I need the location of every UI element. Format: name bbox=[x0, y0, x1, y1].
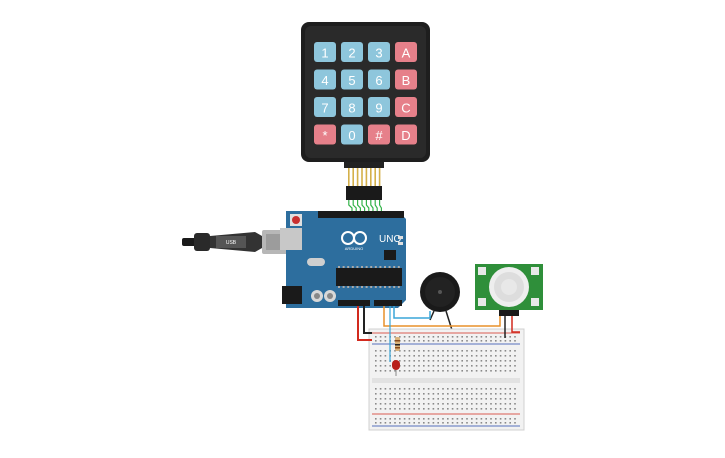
keypad-key-label: 4 bbox=[321, 73, 328, 88]
keypad-key-label: A bbox=[402, 46, 411, 61]
arduino-logo: UNO ARDUINO bbox=[341, 231, 401, 251]
keypad-key-0-3[interactable]: A bbox=[395, 42, 417, 62]
keypad-key-label: 1 bbox=[321, 46, 328, 61]
keypad-key-label: D bbox=[401, 128, 410, 143]
keypad-key-label: 0 bbox=[348, 128, 355, 143]
keypad-key-2-3[interactable]: C bbox=[395, 97, 417, 117]
keypad-key-label: 9 bbox=[375, 101, 382, 116]
keypad-key-label: 5 bbox=[348, 73, 355, 88]
keypad-key-label: 3 bbox=[375, 46, 382, 61]
keypad-key-label: 8 bbox=[348, 101, 355, 116]
board-brand-label: ARDUINO bbox=[345, 246, 363, 251]
keypad-wires bbox=[348, 200, 382, 213]
keypad-key-1-2[interactable]: 6 bbox=[368, 69, 390, 90]
wire-orange-signal[interactable] bbox=[383, 306, 501, 327]
keypad-key-label: 6 bbox=[375, 73, 382, 88]
keypad-key-3-3[interactable]: D bbox=[395, 124, 417, 145]
keypad-key-1-1[interactable]: 5 bbox=[341, 69, 363, 90]
resistor[interactable] bbox=[395, 337, 400, 351]
breadboard[interactable] bbox=[368, 328, 525, 431]
piezo-buzzer[interactable] bbox=[420, 272, 460, 331]
keypad-key-3-2[interactable]: # bbox=[368, 124, 390, 145]
svg-text:USB: USB bbox=[226, 240, 237, 246]
keypad-key-0-2[interactable]: 3 bbox=[368, 42, 390, 62]
keypad-key-label: 2 bbox=[348, 46, 355, 61]
keypad-key-label: C bbox=[401, 101, 410, 116]
keypad-key-label: # bbox=[375, 128, 383, 143]
keypad-key-0-1[interactable]: 2 bbox=[341, 42, 363, 62]
keypad-key-3-0[interactable]: * bbox=[314, 124, 336, 145]
keypad-key-0-0[interactable]: 1 bbox=[314, 42, 336, 62]
wire-black-gnd[interactable] bbox=[363, 306, 506, 338]
keypad-key-3-1[interactable]: 0 bbox=[341, 124, 363, 145]
keypad-key-2-0[interactable]: 7 bbox=[314, 97, 336, 117]
keypad-4x4[interactable]: 1 2 3 A 4 5 6 B 7 8 9 C * 0 # D bbox=[301, 22, 430, 162]
keypad-key-1-0[interactable]: 4 bbox=[314, 69, 336, 90]
wire-blue-signal[interactable] bbox=[389, 306, 431, 362]
keypad-key-1-3[interactable]: B bbox=[395, 69, 417, 90]
keypad-ribbon-connector bbox=[344, 162, 384, 200]
wire-red-5v[interactable] bbox=[357, 306, 520, 341]
pir-motion-sensor[interactable] bbox=[475, 264, 543, 316]
arduino-uno-board[interactable]: UNO ARDUINO bbox=[280, 211, 406, 308]
board-model-label: UNO bbox=[379, 234, 401, 245]
keypad-key-2-2[interactable]: 9 bbox=[368, 97, 390, 117]
red-led[interactable] bbox=[392, 360, 400, 376]
keypad-key-2-1[interactable]: 8 bbox=[341, 97, 363, 117]
keypad-key-label: 7 bbox=[321, 101, 328, 116]
keypad-key-label: * bbox=[322, 128, 327, 143]
keypad-key-label: B bbox=[402, 73, 411, 88]
